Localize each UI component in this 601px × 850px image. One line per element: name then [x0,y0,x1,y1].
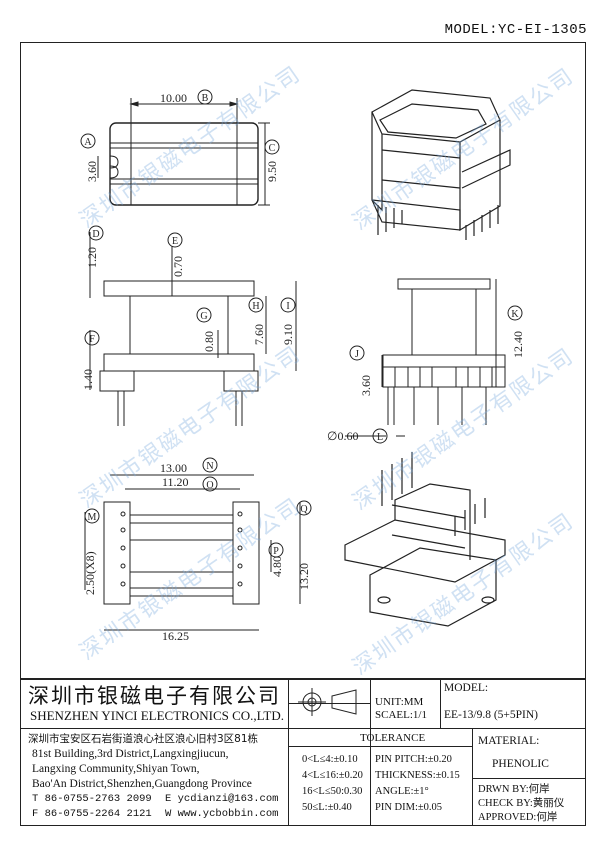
dim-bottom-width: 16.25 [162,629,189,643]
tolerance-row-1: 0<L≤4:±0.10 [302,754,358,765]
dim-bottom-outer: 13.00 [160,461,187,475]
callout-label-e: E [172,236,178,247]
tolerance-title: TOLERANCE [360,732,426,744]
material-label: MATERIAL: [478,735,540,747]
company-name-cn: 深圳市银磁电子有限公司 [28,684,281,708]
drawing-frame [20,42,586,826]
iso-view-top [371,89,511,240]
address-cn: 深圳市宝安区石岩街道浪心社区浪心旧村3区81栋 [28,733,259,745]
callout-label-n: N [206,461,213,472]
top-view [97,98,270,206]
callout-circle-o [202,476,218,492]
projection-symbol [298,684,360,727]
address-en-2: Langxing Community,Shiyan Town, [32,763,200,775]
dim-pin-dia: ∅0.60 [327,429,358,443]
callout-label-p: P [273,546,279,557]
dim-top-width: 10.00 [160,91,187,105]
dim-bottom-inner: 11.20 [162,475,189,489]
tolerance-row-3: 16<L≤50:0.30 [302,786,363,797]
address-en-1: 81st Building,3rd District,Langxingjiucu… [32,748,229,760]
callout-circle-d [88,225,104,241]
callout-circle-h [248,297,264,313]
callout-label-a: A [84,137,92,148]
callout-label-m: M [88,512,97,523]
callout-circle-q [296,500,312,516]
callout-circle-n [202,457,218,473]
dim-front-pin-len: 3.60 [359,375,373,396]
pin-dim: PIN DIM:±0.05 [375,802,443,813]
callout-label-q: Q [300,504,308,515]
dim-bottom-pitch: 2.50(X8) [83,551,97,595]
dim-top-slot: 3.60 [85,161,99,182]
email: E ycdianzi@163.com [165,793,279,805]
side-view [89,232,297,426]
callout-circle-a [80,133,96,149]
dim-side-inner: 0.80 [202,331,216,352]
unit-label: UNIT:MM [375,696,424,708]
dim-side-flange: 0.70 [171,256,185,277]
callout-label-h: H [252,301,259,312]
website: W www.ycbobbin.com [165,808,279,820]
dim-bottom-center: 4.80 [270,556,284,577]
dim-front-height: 12.40 [511,331,525,358]
fax: F 86-0755-2264 2121 [32,808,152,820]
tolerance-row-4: 50≤L:±0.40 [302,802,352,813]
callout-label-d: D [92,229,99,240]
angle: ANGLE:±1° [375,786,429,797]
callout-label-c: C [269,143,276,154]
approved-by: APPROVED:何岸 [478,812,558,823]
company-name-en: SHENZHEN YINCI ELECTRONICS CO.,LTD. [30,708,284,723]
callout-label-f: F [89,334,95,345]
callout-circle-b [197,89,213,105]
dim-bottom-depth: 13.20 [297,563,311,590]
front-view [345,278,506,437]
callout-circle-m [84,508,100,524]
address-en-3: Bao'An District,Shenzhen,Guangdong Provi… [32,778,252,790]
callout-circle-j [349,345,365,361]
thickness: THICKNESS:±0.15 [375,770,460,781]
drawn-by: DRWN BY:何岸 [478,784,550,795]
callout-circle-p [268,542,284,558]
model-label: MODEL: [444,682,489,694]
iso-view-bottom [344,452,506,627]
model-value: EE-13/9.8 (5+5PIN) [444,709,538,721]
callout-label-j: J [355,349,359,360]
title-block: 深圳市银磁电子有限公司 SHENZHEN YINCI ELECTRONICS C… [20,678,586,826]
dim-side-base: 1.40 [81,369,95,390]
callout-circle-f [84,330,100,346]
callout-circles: A B C D E F G H I J K L M NO P Q [80,89,523,558]
pin-pitch: PIN PITCH:±0.20 [375,754,452,765]
callout-circle-k [507,305,523,321]
callout-label-o: O [206,480,213,491]
callout-circle-i [280,297,296,313]
material-value: PHENOLIC [492,758,549,770]
model-header: MODEL:YC-EI-1305 [444,22,587,38]
callout-label-l: L [377,432,383,443]
check-by: CHECK BY:黄丽仪 [478,798,565,809]
callout-circle-c [264,139,280,155]
tel: T 86-0755-2763 2099 [32,793,152,805]
callout-label-i: I [286,301,289,312]
callout-circle-e [167,232,183,248]
dim-side-total: 9.10 [281,324,295,345]
callout-circle-l [372,428,388,444]
bottom-view [84,474,301,631]
dim-side-top-gap: 1.20 [85,247,99,268]
callout-circle-g [196,307,212,323]
scale-label: SCAEL:1/1 [375,709,427,721]
dim-side-window: 7.60 [252,324,266,345]
tolerance-row-2: 4<L≤16:±0.20 [302,770,363,781]
callout-label-g: G [200,311,207,322]
dim-top-depth: 9.50 [265,161,279,182]
callout-label-k: K [511,309,519,320]
callout-label-b: B [202,93,209,104]
